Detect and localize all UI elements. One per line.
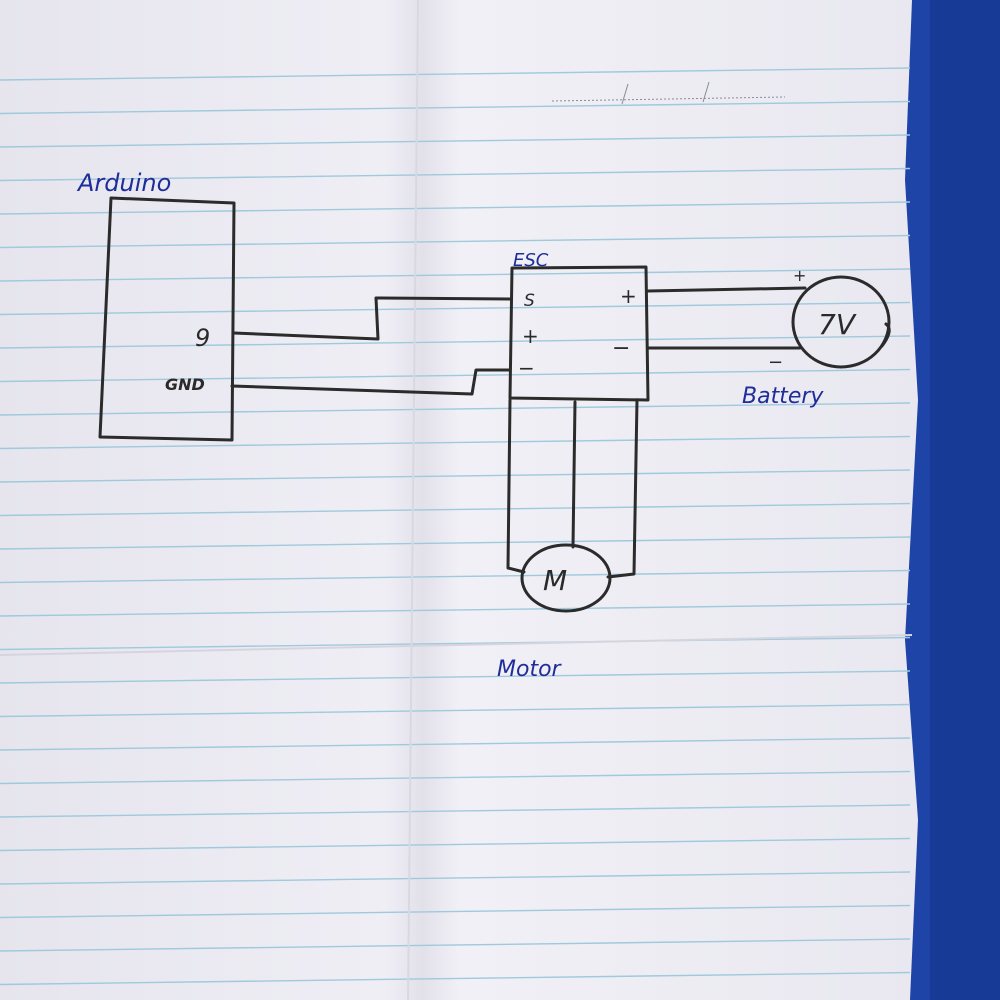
ruled-line	[0, 134, 911, 148]
motor-wire-right	[606, 398, 639, 579]
ruled-lines	[0, 67, 911, 986]
ruled-line	[0, 871, 911, 885]
esc-box	[508, 265, 650, 402]
ruled-line	[0, 770, 911, 785]
ruled-line	[0, 100, 911, 115]
ruled-line	[0, 603, 911, 617]
battery-voltage: 7V	[818, 308, 857, 341]
esc-out-plus: +	[620, 284, 637, 308]
esc-pin-minus: −	[518, 356, 535, 380]
fold-line-vertical	[407, 0, 419, 1000]
ruled-line	[0, 670, 911, 684]
battery-plus-wire	[646, 286, 807, 293]
ruled-line	[0, 402, 911, 416]
ruled-line	[0, 569, 911, 584]
fold-line-horizontal	[0, 634, 913, 656]
ruled-line	[0, 904, 911, 919]
paper-sheet	[0, 0, 918, 1000]
date-field	[551, 81, 786, 105]
ruled-line	[0, 636, 911, 651]
esc-pin-plus: +	[522, 324, 539, 348]
motor-label: Motor	[497, 657, 563, 682]
ground-wire	[230, 368, 512, 396]
ruled-line	[0, 536, 911, 550]
ruled-line	[0, 301, 911, 316]
ruled-line	[0, 469, 911, 483]
ruled-line	[0, 804, 911, 818]
arduino-pin-9: 9	[195, 324, 210, 352]
esc-out-minus: −	[612, 336, 630, 361]
ruled-line	[0, 67, 911, 81]
motor-symbol-letter: M	[543, 564, 567, 597]
motor-wire-center	[571, 400, 577, 549]
arduino-pin-gnd: GND	[165, 375, 205, 394]
arduino-box	[98, 196, 236, 442]
ruled-line	[0, 167, 911, 182]
battery-minus-sign: −	[768, 352, 783, 373]
ruled-line	[0, 502, 911, 517]
motor-wire-left	[506, 398, 526, 574]
battery-label: Battery	[742, 384, 824, 409]
ruled-line	[0, 268, 911, 282]
ruled-line	[0, 938, 911, 952]
ruled-line	[0, 703, 911, 718]
ruled-line	[0, 971, 911, 986]
arduino-label: Arduino	[76, 169, 171, 197]
ruled-line	[0, 201, 911, 215]
battery-plus-sign: +	[793, 266, 806, 285]
ruled-line	[0, 435, 911, 450]
ruled-line	[0, 234, 911, 249]
ruled-line	[0, 737, 911, 751]
ruled-line	[0, 368, 911, 383]
esc-label: ESC	[513, 250, 549, 271]
ruled-line	[0, 837, 911, 852]
battery-symbol	[791, 275, 891, 369]
motor-symbol	[520, 543, 612, 613]
esc-pin-s: S	[524, 291, 535, 311]
desk-shadow	[930, 0, 1000, 1000]
battery-tail	[880, 322, 891, 348]
signal-wire	[232, 296, 512, 341]
ruled-line	[0, 335, 911, 349]
